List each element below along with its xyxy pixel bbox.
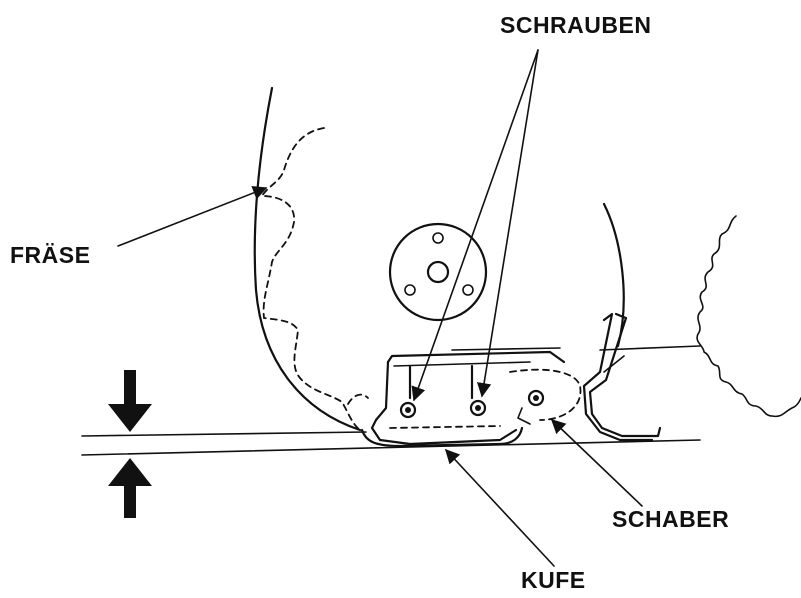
- skid: [360, 426, 524, 448]
- screws: [399, 399, 487, 419]
- tiller-outline: [253, 86, 362, 432]
- arrow-down-icon: [108, 370, 152, 432]
- ground-lines: [81, 431, 701, 456]
- label-scraper: SCHABER: [612, 506, 730, 532]
- tine-hub: [388, 222, 488, 322]
- soil-edge: [696, 215, 801, 418]
- label-screws: SCHRAUBEN: [500, 12, 652, 38]
- label-skid: KUFE: [521, 567, 586, 593]
- tiller-tines: [260, 127, 361, 431]
- pointer-lines: [117, 49, 643, 567]
- height-adjust-arrows: [108, 370, 152, 518]
- scraper-bolt-icon: [527, 389, 545, 407]
- arrow-up-icon: [108, 458, 152, 518]
- label-tiller: FRÄSE: [10, 242, 91, 268]
- scraper-blade: [582, 312, 701, 442]
- screw-icon: [399, 401, 417, 419]
- rear-arc: [602, 202, 625, 348]
- screw-icon: [469, 399, 487, 417]
- skid-bracket: [370, 347, 582, 446]
